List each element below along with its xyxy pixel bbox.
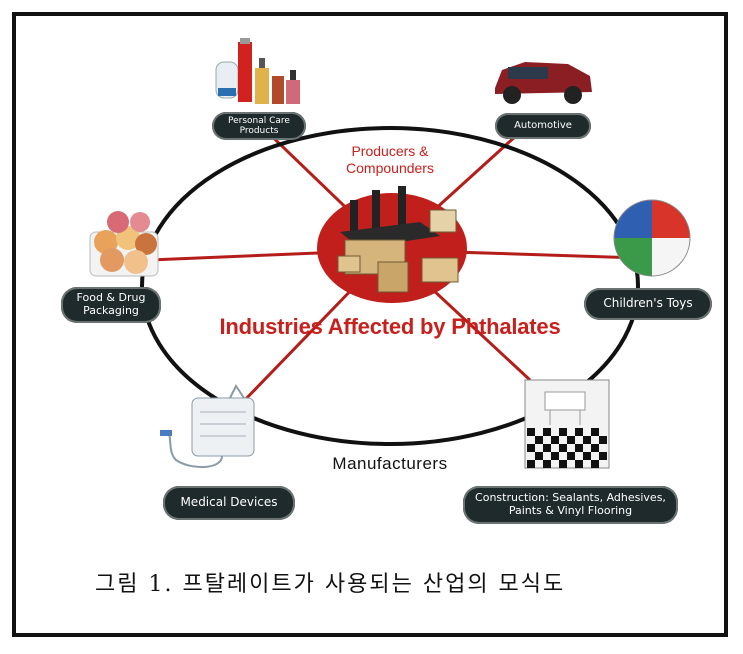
- checker-tile: [575, 460, 583, 468]
- diagram-title: Industries Affected by Phthalates: [219, 314, 561, 339]
- checker-tile: [527, 428, 535, 436]
- personal-care-icon: [215, 38, 300, 104]
- node-construction: Construction: Sealants, Adhesives, Paint…: [463, 486, 678, 524]
- checker-pattern: [527, 428, 607, 468]
- checker-tile: [527, 460, 535, 468]
- checker-tile: [543, 444, 551, 452]
- checker-tile: [575, 444, 583, 452]
- node-personal-care: Personal Care Products: [212, 112, 306, 140]
- checker-tile: [543, 460, 551, 468]
- node-food-drug: Food & Drug Packaging: [61, 287, 161, 323]
- checker-tile: [527, 444, 535, 452]
- figure-frame: [12, 12, 728, 637]
- checker-tile: [591, 444, 599, 452]
- car-icon: [495, 62, 592, 104]
- checker-tile: [599, 452, 607, 460]
- figure-caption: 그림 1. 프탈레이트가 사용되는 산업의 모식도: [95, 572, 566, 597]
- checker-tile: [583, 436, 591, 444]
- factory-icon: [317, 186, 467, 303]
- checker-tile: [551, 452, 559, 460]
- checker-tile: [599, 436, 607, 444]
- checker-tile: [567, 436, 575, 444]
- checker-tile: [591, 460, 599, 468]
- node-automotive: Automotive: [495, 113, 591, 139]
- producers-label: Producers & Compounders: [346, 143, 434, 176]
- checker-tile: [559, 460, 567, 468]
- food-tray-icon: [89, 211, 159, 277]
- checker-tile: [559, 428, 567, 436]
- checker-tile: [575, 428, 583, 436]
- checker-tile: [591, 428, 599, 436]
- checker-tile: [535, 436, 543, 444]
- checker-tile: [567, 452, 575, 460]
- checker-tile: [543, 428, 551, 436]
- checker-tile: [583, 452, 591, 460]
- manufacturers-label: Manufacturers: [332, 454, 448, 473]
- node-childrens-toys: Children's Toys: [584, 288, 712, 320]
- checker-tile: [559, 444, 567, 452]
- iv-bag-icon: [160, 384, 255, 468]
- checker-tile: [535, 452, 543, 460]
- manufacturers-ring: [140, 126, 640, 446]
- beach-ball-icon: [613, 199, 691, 277]
- node-medical-devices: Medical Devices: [163, 486, 295, 520]
- vinyl-floor-icon: [524, 379, 610, 469]
- checker-tile: [551, 436, 559, 444]
